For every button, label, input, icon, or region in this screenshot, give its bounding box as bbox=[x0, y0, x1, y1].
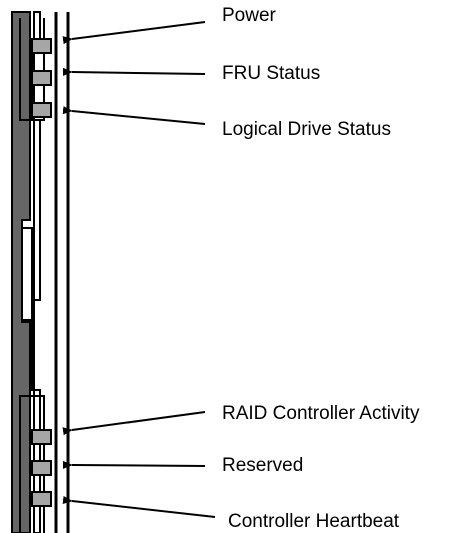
led-fru-status bbox=[31, 70, 52, 86]
label-fru-status: FRU Status bbox=[222, 63, 321, 84]
led-power bbox=[31, 38, 52, 54]
led-reserved bbox=[31, 460, 52, 476]
led-logical-drive-status bbox=[31, 102, 52, 118]
label-raid-controller-activity: RAID Controller Activity bbox=[222, 403, 420, 424]
led-controller-heartbeat bbox=[31, 491, 52, 507]
arrow-reserved bbox=[62, 460, 206, 469]
led-raid-controller-activity bbox=[31, 429, 52, 445]
label-power: Power bbox=[222, 5, 276, 26]
label-controller-heartbeat: Controller Heartbeat bbox=[228, 511, 400, 532]
arrow-power bbox=[62, 21, 206, 45]
arrow-fru-status bbox=[62, 67, 206, 76]
label-reserved: Reserved bbox=[222, 455, 304, 476]
arrow-logical-drive-status bbox=[62, 106, 206, 125]
bezel-channel bbox=[31, 11, 41, 533]
label-logical-drive-status: Logical Drive Status bbox=[222, 119, 391, 140]
arrow-raid-controller-activity bbox=[62, 411, 206, 436]
arrow-controller-heartbeat bbox=[62, 496, 216, 518]
bezel-window bbox=[21, 227, 33, 321]
bezel-inner-frame bbox=[19, 18, 45, 121]
